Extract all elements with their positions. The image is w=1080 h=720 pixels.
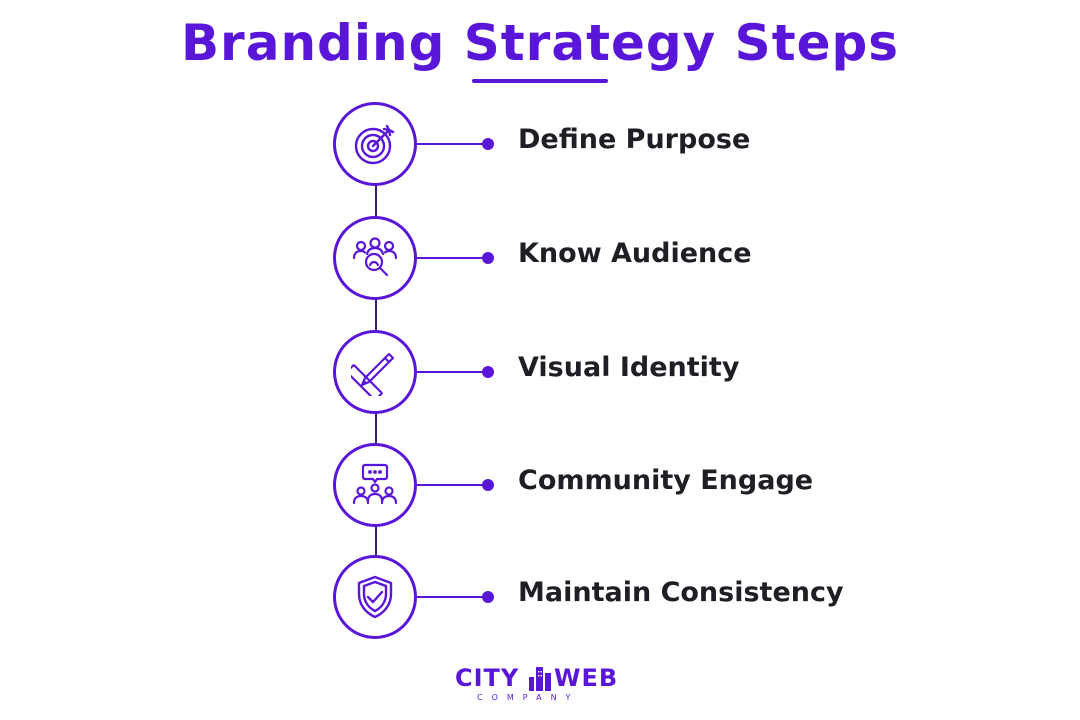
building-icon [529,667,551,691]
step-connector [417,143,485,145]
step-dot [482,591,494,603]
logo-subtitle: COMPANY [477,693,580,702]
step-maintain-consistency: Maintain Consistency [0,555,1080,645]
step-label: Define Purpose [518,124,751,155]
step-know-audience: Know Audience [0,216,1080,306]
step-dot [482,252,494,264]
step-label: Community Engage [518,465,814,496]
step-connector [417,596,485,598]
step-define-purpose: Define Purpose [0,102,1080,192]
step-community-engage: Community Engage [0,443,1080,533]
title-underline [472,79,608,83]
step-icon-circle [333,330,417,414]
step-connector [417,484,485,486]
step-icon-circle [333,443,417,527]
step-dot [482,366,494,378]
pencil-ruler-icon [351,352,395,396]
step-label: Visual Identity [518,352,740,383]
step-icon-circle [333,555,417,639]
logo-word-city: CITY [455,664,520,692]
logo-word-web: WEB [554,664,619,692]
step-icon-circle [333,102,417,186]
step-dot [482,479,494,491]
community-chat-icon [352,463,398,505]
step-label: Maintain Consistency [518,577,844,608]
target-icon [354,124,395,165]
audience-search-icon [352,237,398,277]
company-logo: CITY WEB COMPANY [455,664,627,708]
step-connector [417,257,485,259]
shield-check-icon [357,575,393,619]
page-title: Branding Strategy Steps [180,14,900,72]
step-label: Know Audience [518,238,752,269]
step-connector [417,371,485,373]
step-icon-circle [333,216,417,300]
step-visual-identity: Visual Identity [0,330,1080,420]
step-dot [482,138,494,150]
